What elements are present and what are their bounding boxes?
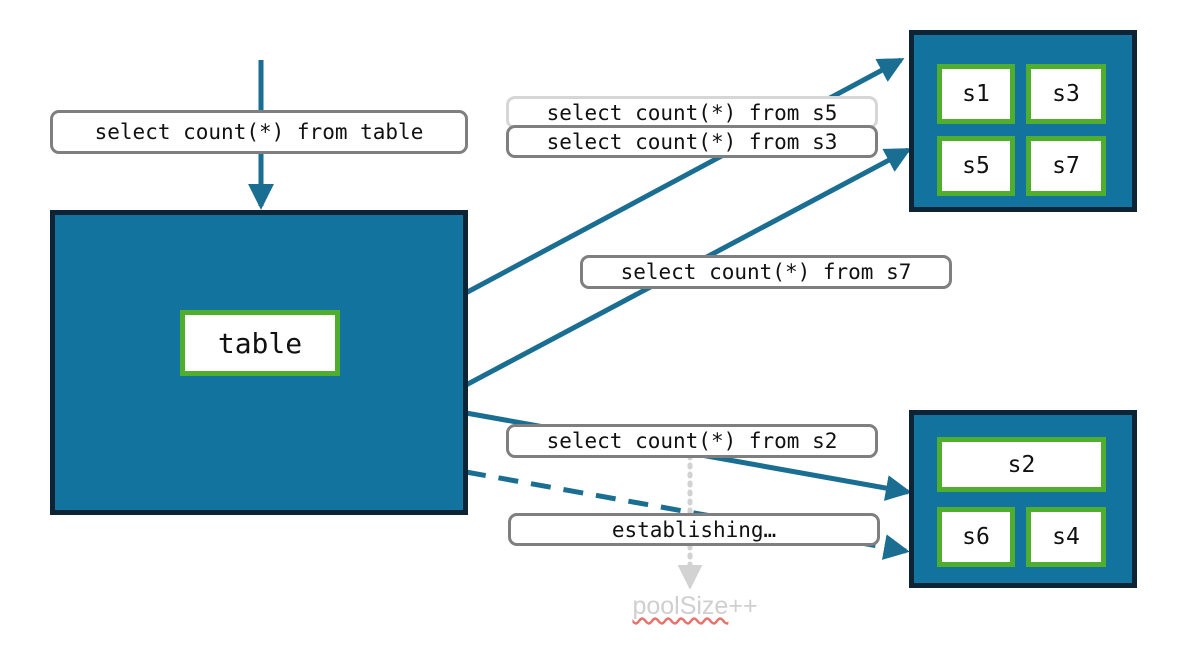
node-s3[interactable]: s3 xyxy=(1026,64,1106,124)
label-establishing[interactable]: establishing… xyxy=(508,513,880,546)
label-query-from-s5[interactable]: select count(*) from s5 xyxy=(506,96,878,129)
label-query-from-s3[interactable]: select count(*) from s3 xyxy=(506,125,878,158)
node-table[interactable]: table xyxy=(180,310,340,376)
node-s2[interactable]: s2 xyxy=(937,437,1106,492)
node-s6[interactable]: s6 xyxy=(937,507,1015,567)
node-s5[interactable]: s5 xyxy=(937,136,1015,196)
annotation-poolsize-suffix: ++ xyxy=(728,592,758,620)
node-s4[interactable]: s4 xyxy=(1026,507,1106,567)
label-query-from-s2[interactable]: select count(*) from s2 xyxy=(506,424,878,458)
node-s7[interactable]: s7 xyxy=(1026,136,1106,196)
label-query-from-s7[interactable]: select count(*) from s7 xyxy=(580,255,952,289)
annotation-poolsize: poolSize++ xyxy=(600,592,790,621)
node-s1[interactable]: s1 xyxy=(937,64,1015,124)
annotation-poolsize-word: poolSize xyxy=(632,592,729,620)
label-query-from-table[interactable]: select count(*) from table xyxy=(50,110,468,154)
